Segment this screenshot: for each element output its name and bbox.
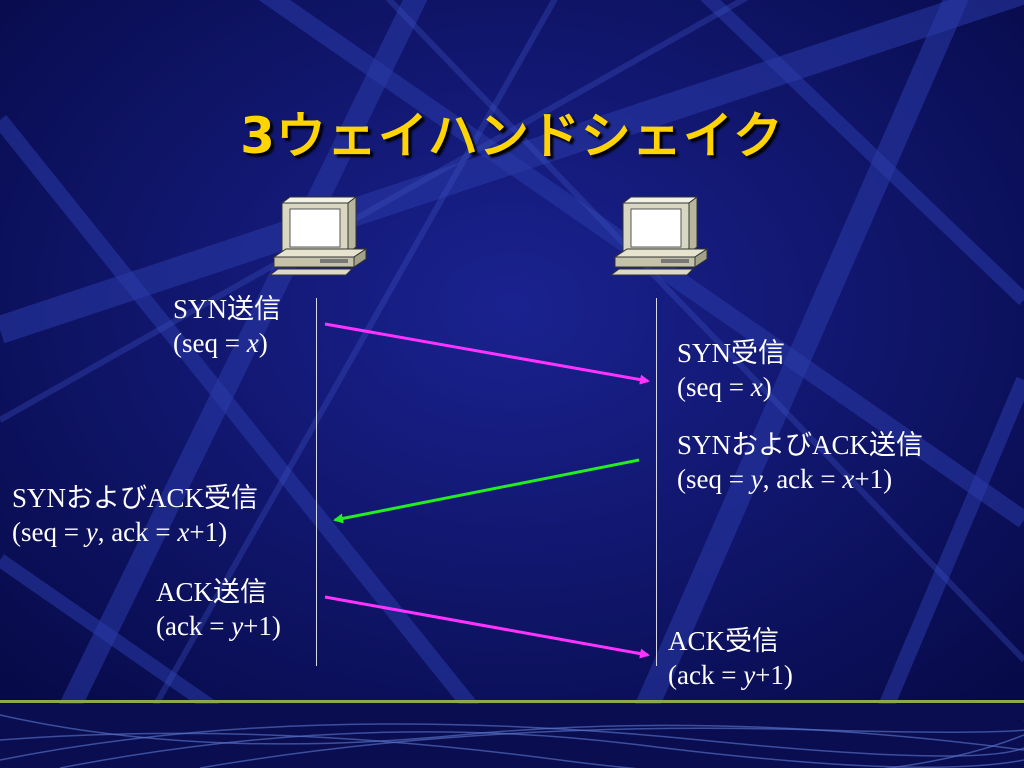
ack-recv-title: ACK受信 — [668, 626, 780, 656]
left-computer-icon — [270, 196, 368, 276]
ack-send-title: ACK送信 — [156, 577, 268, 607]
left-timeline — [316, 298, 317, 666]
syn-recv-label: SYN受信 (seq = x) — [677, 336, 785, 404]
synack-recv-label: SYNおよびACK受信 (seq = y, ack = x+1) — [12, 481, 258, 549]
synack-send-label: SYNおよびACK送信 (seq = y, ack = x+1) — [677, 428, 923, 496]
right-timeline — [656, 298, 657, 666]
synack-arrow — [333, 458, 640, 524]
ack-arrow — [324, 595, 650, 659]
synack-recv-title: SYNおよびACK受信 — [12, 483, 259, 513]
ack-send-label: ACK送信 (ack = y+1) — [156, 575, 281, 643]
syn-send-label: SYN送信 (seq = x) — [173, 292, 281, 360]
ack-send-params: (ack = y+1) — [156, 611, 281, 641]
synack-send-params: (seq = y, ack = x+1) — [677, 464, 893, 494]
syn-arrow — [324, 322, 650, 385]
syn-send-params: (seq = x) — [173, 328, 268, 358]
syn-send-title: SYN送信 — [173, 294, 282, 324]
synack-recv-params: (seq = y, ack = x+1) — [12, 517, 228, 547]
ack-recv-params: (ack = y+1) — [668, 660, 793, 690]
right-computer-icon — [611, 196, 709, 276]
synack-send-title: SYNおよびACK送信 — [677, 430, 924, 460]
syn-recv-title: SYN受信 — [677, 338, 786, 368]
syn-recv-params: (seq = x) — [677, 372, 772, 402]
ack-recv-label: ACK受信 (ack = y+1) — [668, 624, 793, 692]
slide-title: 3ウェイハンドシェイク — [240, 107, 784, 165]
